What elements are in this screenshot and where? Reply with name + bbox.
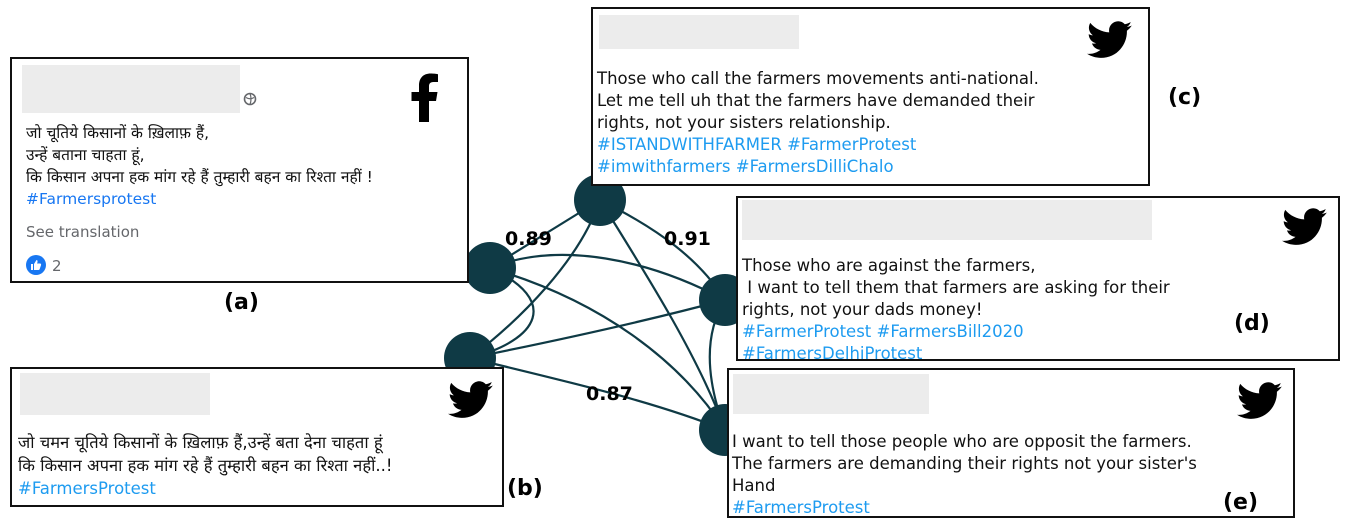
post-line: उन्हें बताना चाहता हूं, xyxy=(26,146,145,164)
globe-icon xyxy=(243,92,257,106)
node-a xyxy=(464,242,516,294)
post-line: Those who call the farmers movements ant… xyxy=(597,69,1039,88)
redacted-username xyxy=(742,200,1152,240)
hashtag-link[interactable]: #ISTANDWITHFARMER #FarmerProtest xyxy=(597,135,917,154)
post-line: जो चूतिये किसानों के ख़िलाफ़ हैं, xyxy=(26,124,210,142)
panel-label-e: (e) xyxy=(1223,490,1259,515)
post-text: Those who are against the farmers, I wan… xyxy=(742,255,1170,365)
post-card-e: I want to tell those people who are oppo… xyxy=(727,368,1295,518)
edge-a-e xyxy=(489,266,726,431)
redacted-username xyxy=(22,65,240,113)
edge-b-e xyxy=(469,356,726,432)
post-line: कि किसान अपना हक मांग रहे हैं तुम्हारी ब… xyxy=(18,456,393,475)
edge-b-d xyxy=(469,298,726,360)
post-line: rights, not your dads money! xyxy=(742,300,983,319)
post-line: I want to tell those people who are oppo… xyxy=(732,432,1192,451)
node-c xyxy=(574,174,626,226)
redacted-username xyxy=(733,374,929,414)
hashtag-link[interactable]: #FarmersProtest xyxy=(732,498,870,517)
hashtag-link[interactable]: #FarmersDelhiProtest xyxy=(742,344,923,363)
panel-label-b: (b) xyxy=(507,476,543,501)
weight-label: 0.91 xyxy=(664,228,711,250)
edge-a-d xyxy=(489,253,726,301)
post-card-b: जो चमन चूतिये किसानों के ख़िलाफ़ हैं,उन्… xyxy=(10,367,504,507)
twitter-bird-icon xyxy=(1237,382,1283,419)
redacted-username xyxy=(20,373,210,415)
panel-label-a: (a) xyxy=(224,290,259,315)
weight-label: 0.89 xyxy=(505,228,552,250)
hashtag-link[interactable]: #Farmersprotest xyxy=(26,190,157,208)
thumbs-up-like-icon xyxy=(26,255,46,275)
post-card-d: Those who are against the farmers, I wan… xyxy=(736,196,1340,363)
post-card-a: जो चूतिये किसानों के ख़िलाफ़ हैं, उन्हें… xyxy=(10,57,469,283)
post-line: Those who are against the farmers, xyxy=(742,256,1036,275)
hashtag-link[interactable]: #FarmersProtest xyxy=(18,479,156,498)
panel-label-c: (c) xyxy=(1168,85,1202,110)
weight-label: 0.87 xyxy=(586,383,633,405)
post-text: Those who call the farmers movements ant… xyxy=(597,68,1039,178)
redacted-username xyxy=(599,15,799,49)
hashtag-link[interactable]: #imwithfarmers #FarmersDilliChalo xyxy=(597,157,894,176)
post-line: I want to tell them that farmers are ask… xyxy=(742,278,1170,297)
hashtag-link[interactable]: #FarmerProtest #FarmersBill2020 xyxy=(742,322,1024,341)
post-line: The farmers are demanding their rights n… xyxy=(732,454,1197,473)
post-line: rights, not your sisters relationship. xyxy=(597,113,891,132)
twitter-bird-icon xyxy=(1087,21,1133,58)
post-card-c: Those who call the farmers movements ant… xyxy=(591,7,1150,186)
panel-label-d: (d) xyxy=(1234,311,1270,336)
post-line: Let me tell uh that the farmers have dem… xyxy=(597,91,1035,110)
post-line: Hand xyxy=(732,476,776,495)
edge-c-e xyxy=(599,199,727,431)
facebook-f-icon xyxy=(411,73,438,122)
post-text: जो चूतिये किसानों के ख़िलाफ़ हैं, उन्हें… xyxy=(26,122,373,210)
twitter-bird-icon xyxy=(448,381,494,418)
see-translation-link[interactable]: See translation xyxy=(26,223,140,241)
post-text: I want to tell those people who are oppo… xyxy=(732,431,1197,519)
twitter-bird-icon xyxy=(1282,208,1328,245)
post-line: कि किसान अपना हक मांग रहे हैं तुम्हारी ब… xyxy=(26,168,373,186)
like-count: 2 xyxy=(52,257,62,275)
post-line: जो चमन चूतिये किसानों के ख़िलाफ़ हैं,उन्… xyxy=(18,433,383,452)
post-text: जो चमन चूतिये किसानों के ख़िलाफ़ हैं,उन्… xyxy=(18,431,392,500)
